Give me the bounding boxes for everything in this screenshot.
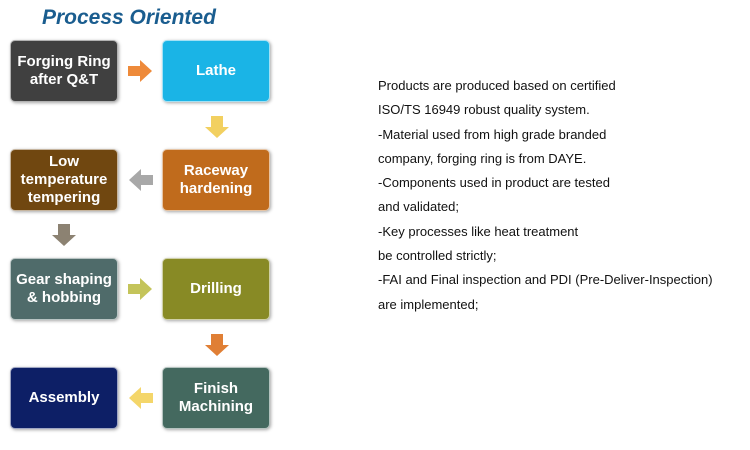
description-line: -Material used from high grade branded bbox=[378, 126, 607, 142]
step-forging-ring: Forging Ring after Q&T bbox=[10, 40, 118, 102]
step-drilling: Drilling bbox=[162, 258, 270, 320]
description-line: and validated; bbox=[378, 199, 459, 215]
diagram-title: Process Oriented bbox=[42, 6, 216, 29]
arrow-shape bbox=[205, 116, 229, 138]
description-text: Products are produced based on certified… bbox=[378, 74, 750, 317]
arrow-left-icon bbox=[129, 169, 153, 191]
step-finish-machining: Finish Machining bbox=[162, 367, 270, 429]
arrow-down-icon bbox=[205, 116, 229, 138]
arrow-down-icon bbox=[52, 224, 76, 246]
arrow-shape bbox=[52, 224, 76, 246]
description-line: -Key processes like heat treatment bbox=[378, 223, 579, 239]
step-assembly: Assembly bbox=[10, 367, 118, 429]
description-line: be controlled strictly; bbox=[378, 248, 497, 264]
description-line: -Components used in product are tested bbox=[378, 175, 610, 191]
arrow-left-icon bbox=[129, 387, 153, 409]
arrow-right-icon bbox=[128, 278, 152, 300]
step-raceway-hardening: Raceway hardening bbox=[162, 149, 270, 211]
arrow-shape bbox=[129, 169, 153, 191]
description-line: -FAI and Final inspection and PDI (Pre-D… bbox=[378, 272, 713, 288]
arrow-shape bbox=[128, 278, 152, 300]
arrow-down-icon bbox=[205, 334, 229, 356]
step-low-temperature-tempering: Low temperature tempering bbox=[10, 149, 118, 211]
description-line: Products are produced based on certified bbox=[378, 78, 616, 93]
step-lathe: Lathe bbox=[162, 40, 270, 102]
arrow-right-icon bbox=[128, 60, 152, 82]
arrow-shape bbox=[129, 387, 153, 409]
arrow-shape bbox=[205, 334, 229, 356]
step-gear-shaping-hobbing: Gear shaping & hobbing bbox=[10, 258, 118, 320]
description-line: ISO/TS 16949 robust quality system. bbox=[378, 102, 590, 118]
description-line: are implemented; bbox=[378, 296, 479, 312]
description-line: company, forging ring is from DAYE. bbox=[378, 150, 587, 166]
arrow-shape bbox=[128, 60, 152, 82]
